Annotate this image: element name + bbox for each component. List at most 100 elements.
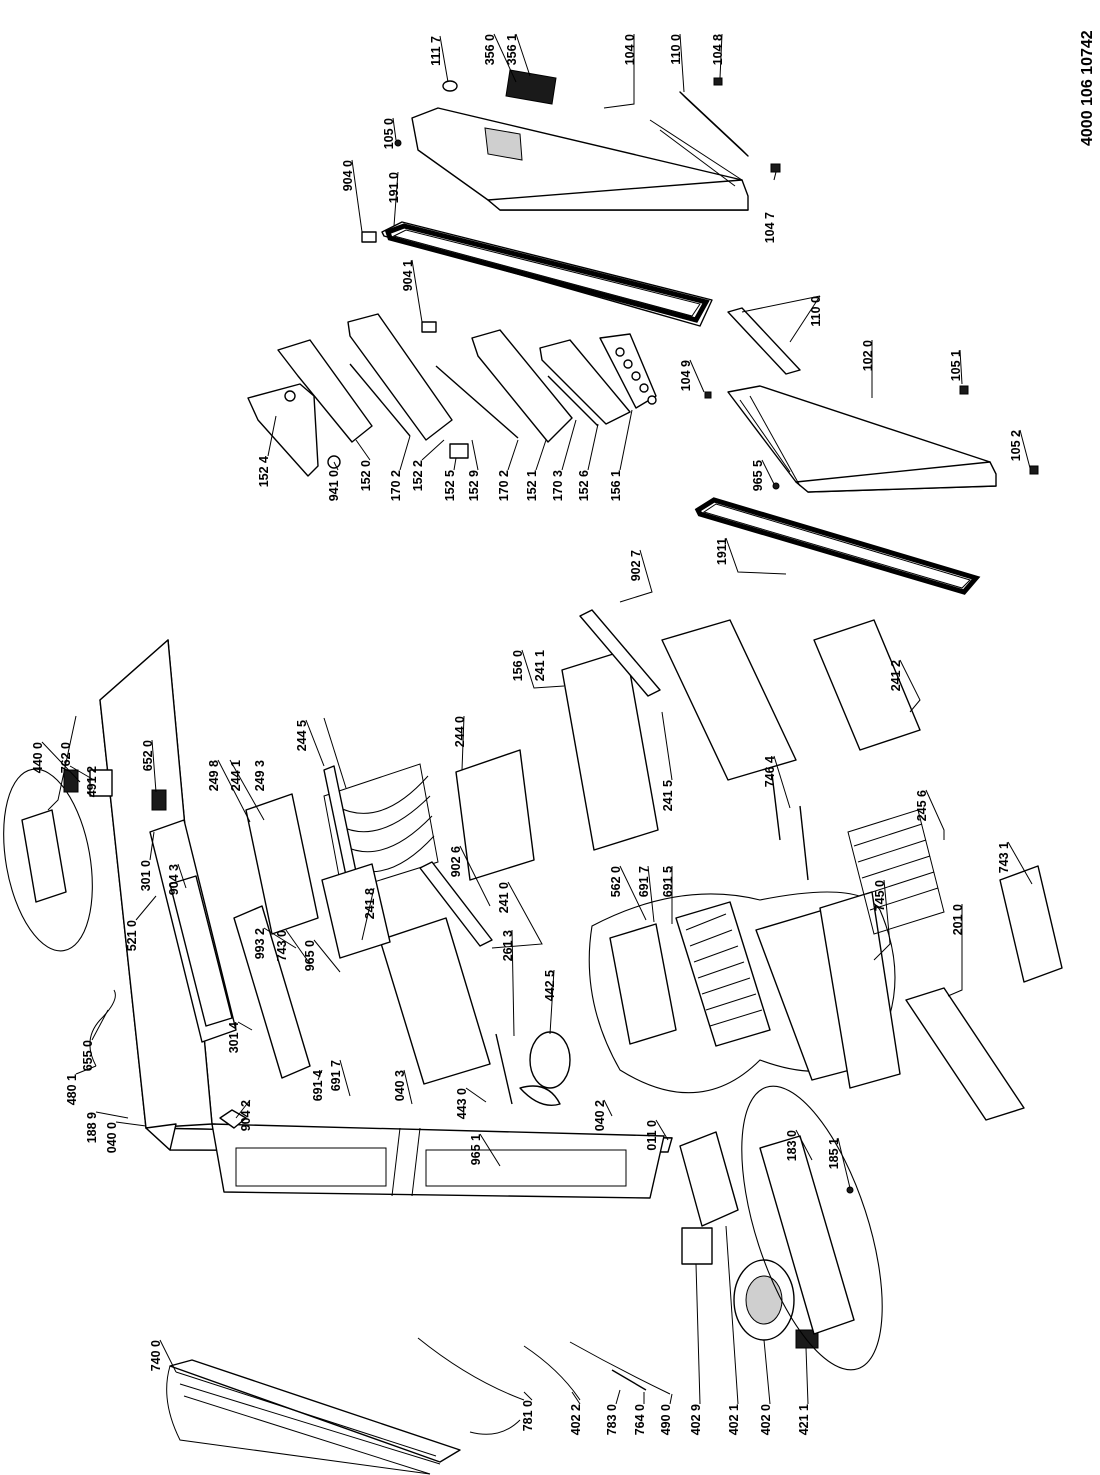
callout-label: 743 0	[275, 930, 289, 961]
callout-label: 740 0	[149, 1340, 163, 1371]
condenser	[166, 1359, 521, 1475]
back-plate	[759, 1135, 855, 1335]
callout-label: 521 0	[125, 920, 139, 951]
callout-label: 745 0	[873, 880, 887, 911]
callout-label: 111 7	[429, 36, 443, 66]
callout-label: 904 0	[341, 160, 355, 191]
rail-2613	[495, 1033, 513, 1105]
evaporator-panel	[609, 923, 677, 1045]
callout-label: 040 3	[393, 1070, 407, 1101]
lower-door-gasket	[694, 497, 981, 595]
callout-label: 781 0	[521, 1400, 535, 1431]
callout-label: 261 3	[501, 930, 515, 961]
lower-door	[727, 385, 997, 493]
label-9040	[361, 231, 377, 243]
callout-label: 152 6	[577, 470, 591, 501]
callout-label: 105 2	[1009, 430, 1023, 461]
door-balconies	[247, 313, 657, 477]
callout-label: 201 0	[951, 904, 965, 935]
callout-label: 105 0	[382, 118, 396, 149]
callout-label: 993 2	[253, 928, 267, 959]
callout-label: 156 1	[609, 470, 623, 501]
door-trim-strip-lower	[727, 307, 801, 375]
callout-label: 249 3	[253, 760, 267, 791]
callout-label: 170 2	[389, 470, 403, 501]
pipe-7810	[417, 1337, 525, 1401]
cable-4900	[569, 1341, 671, 1395]
callout-label: 249 8	[207, 760, 221, 791]
compressor-tray	[679, 1131, 739, 1227]
callout-label: 691 4	[311, 1070, 325, 1101]
callout-label: 245 6	[915, 790, 929, 821]
control-board-5210	[169, 875, 233, 1027]
callout-label: 244 0	[453, 716, 467, 747]
screw-9655	[772, 482, 780, 490]
callout-label: 152 5	[443, 470, 457, 501]
callout-label: 244 5	[295, 720, 309, 751]
back-plate-group	[741, 1085, 883, 1371]
thermostat-4912	[89, 769, 113, 797]
refrigerator-cabinet	[99, 639, 673, 1199]
callout-label: 904 3	[167, 864, 181, 895]
lamp-housing	[21, 809, 67, 903]
small-cap	[442, 80, 458, 92]
upper-door	[411, 107, 749, 211]
screw-1052	[1029, 465, 1039, 475]
callout-label: 764 0	[633, 1404, 647, 1435]
duct-7430	[233, 905, 311, 1079]
callout-label: 104 7	[763, 212, 777, 243]
callout-label: 152 1	[525, 470, 539, 501]
evaporator-base	[819, 891, 901, 1089]
wire-shelf-2456	[847, 809, 945, 935]
leader-lines	[41, 33, 1033, 1405]
callout-label: 152 4	[257, 456, 271, 487]
callout-label: 152 2	[411, 460, 425, 491]
callout-label: 965 0	[303, 940, 317, 971]
callout-label: 941 0	[327, 470, 341, 501]
crisper-lid-2418	[321, 863, 391, 959]
glass-shelf-2441	[245, 793, 319, 935]
fan-cover-7431	[999, 865, 1063, 983]
callout-label: 152 9	[467, 470, 481, 501]
relay-4029	[681, 1227, 713, 1265]
callout-label: 443 0	[455, 1088, 469, 1119]
callout-label: 402 1	[727, 1404, 741, 1435]
callout-label: 562 0	[609, 866, 623, 897]
callout-label: 241 0	[497, 882, 511, 913]
callout-label: 902 7	[629, 550, 643, 581]
callout-label: 491 2	[85, 766, 99, 797]
callout-label: 170 2	[497, 470, 511, 501]
callout-label: 746 4	[763, 756, 777, 787]
screw-1051	[959, 385, 969, 395]
crisper-2410	[379, 917, 491, 1085]
callout-label: 691 7	[329, 1060, 343, 1091]
compressor	[733, 1259, 819, 1349]
callout-label: 110 0	[669, 34, 683, 65]
callout-label: 185 1	[827, 1138, 841, 1169]
callout-label: 040 2	[593, 1100, 607, 1131]
callout-label: 655 0	[81, 1040, 95, 1071]
display-panel	[505, 69, 557, 105]
callout-label: 490 0	[659, 1404, 673, 1435]
callout-label: 1911	[715, 538, 729, 565]
callout-label: 904 1	[401, 260, 415, 291]
rail-7464-b	[799, 805, 809, 881]
callout-label: 156 0	[511, 650, 525, 681]
callout-label: 480 1	[65, 1074, 79, 1105]
callout-label: 188 9	[85, 1112, 99, 1143]
trim-9026	[419, 861, 493, 947]
callout-label: 902 6	[449, 846, 463, 877]
callout-label: 105 1	[949, 350, 963, 381]
callout-label: 040 0	[105, 1122, 119, 1153]
hinge-9042	[219, 1109, 247, 1129]
callout-label: 652 0	[141, 740, 155, 771]
crisper-2411	[561, 649, 659, 851]
screw-1049	[704, 391, 712, 399]
lamp-group	[3, 768, 93, 952]
callout-label: 743 1	[997, 842, 1011, 873]
trim-9027	[579, 609, 661, 697]
callout-label: 356 1	[505, 34, 519, 65]
